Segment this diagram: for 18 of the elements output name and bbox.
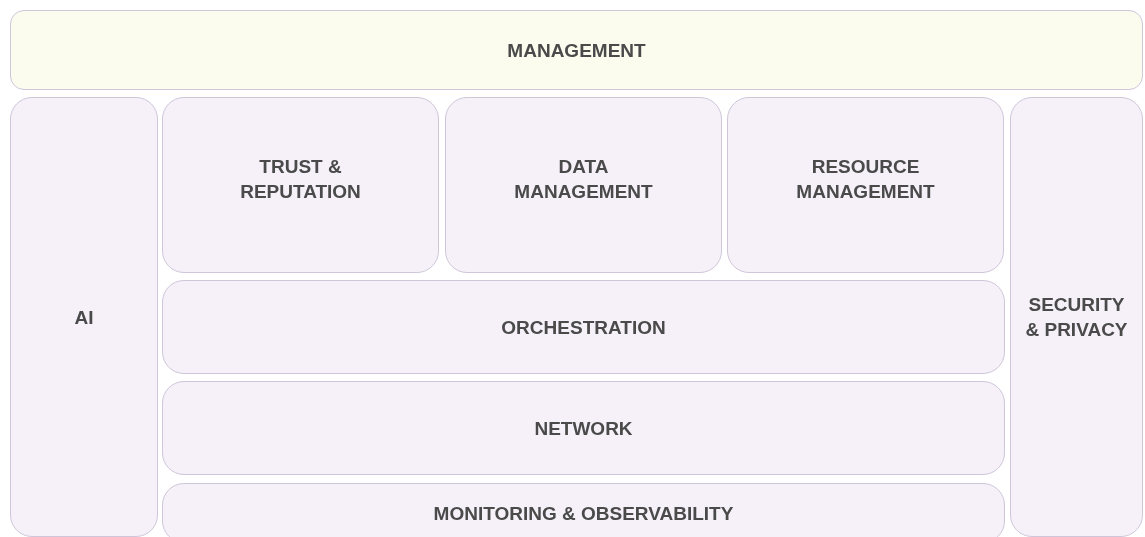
layer-label: MONITORING & OBSERVABILITY bbox=[433, 501, 734, 526]
layer-box bbox=[162, 381, 1005, 475]
layer-box bbox=[10, 97, 158, 537]
layer-label: RESOURCE MANAGEMENT bbox=[795, 155, 936, 204]
layer-label: SECURITY & PRIVACY bbox=[1024, 293, 1129, 342]
layer-label: NETWORK bbox=[534, 416, 633, 441]
layer-box bbox=[162, 280, 1005, 374]
layer-box bbox=[445, 97, 722, 273]
layer-label: MANAGEMENT bbox=[507, 38, 646, 63]
layer-label: ORCHESTRATION bbox=[501, 315, 666, 340]
layer-label: DATA MANAGEMENT bbox=[513, 155, 654, 204]
layer-label: TRUST & REPUTATION bbox=[239, 155, 362, 204]
layer-box bbox=[727, 97, 1004, 273]
layer-box bbox=[10, 10, 1143, 90]
layer-box bbox=[162, 483, 1005, 537]
layer-label: AI bbox=[74, 305, 94, 330]
layer-box bbox=[1010, 97, 1143, 537]
layer-box bbox=[162, 97, 439, 273]
